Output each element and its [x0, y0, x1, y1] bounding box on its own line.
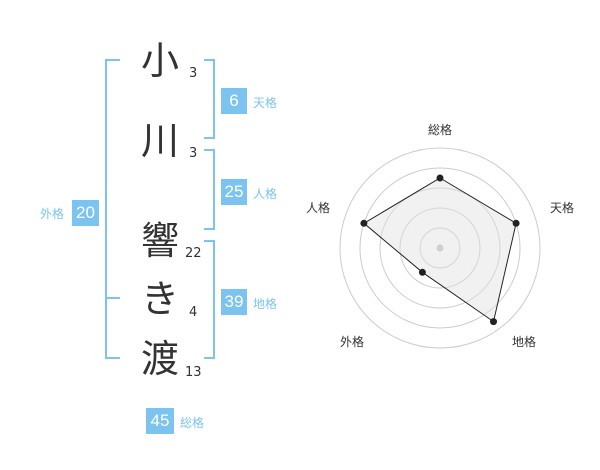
radar-axis-label-soukaku: 総格 — [427, 123, 452, 137]
radar-point-5 — [360, 219, 368, 227]
radar-ring-3 — [379, 187, 501, 309]
gaikaku-label: 外格 — [40, 207, 65, 221]
radar-ring-4 — [359, 167, 521, 329]
radar-axis-label-gaikaku: 外格 — [339, 335, 364, 349]
tenkaku-label: 天格 — [253, 96, 278, 110]
radar-axis-label-tenkaku: 天格 — [549, 201, 574, 215]
gaikaku-bracket — [105, 59, 120, 359]
chikaku-bracket — [204, 240, 215, 359]
name-char-5: 渡 — [140, 337, 179, 381]
soukaku-value: 45 — [146, 408, 174, 434]
gaikaku-value: 20 — [72, 200, 99, 226]
stroke-count-3: 22 — [185, 246, 202, 261]
radar-point-3 — [490, 318, 497, 326]
jinkaku-bracket — [204, 149, 215, 230]
stroke-count-2: 3 — [189, 146, 198, 161]
tenkaku-value: 6 — [221, 88, 247, 114]
radar-center-dot — [436, 244, 444, 252]
name-char-2: 川 — [140, 119, 179, 163]
jinkaku-value: 25 — [221, 179, 247, 205]
radar-point-2 — [512, 219, 520, 227]
name-char-3: 響 — [140, 219, 179, 263]
chikaku-value: 39 — [221, 289, 247, 315]
radar-point-4 — [418, 268, 426, 276]
chikaku-label: 地格 — [253, 297, 278, 311]
jinkaku-label: 人格 — [253, 187, 278, 201]
name-char-1: 小 — [140, 39, 179, 83]
radar-axis-label-jinkaku: 人格 — [305, 201, 330, 215]
stroke-count-4: 4 — [189, 305, 198, 320]
name-char-4: き — [140, 277, 179, 321]
radar-axis-label-chikaku: 地格 — [511, 335, 536, 349]
radar-ring-1 — [419, 227, 461, 269]
soukaku-label: 総格 — [180, 416, 205, 430]
stroke-count-1: 3 — [189, 66, 198, 81]
tenkaku-bracket — [204, 59, 215, 139]
radar-point-1 — [436, 174, 444, 182]
stroke-count-5: 13 — [185, 365, 202, 380]
radar-points — [360, 174, 520, 326]
radar-ring-2 — [399, 207, 481, 289]
